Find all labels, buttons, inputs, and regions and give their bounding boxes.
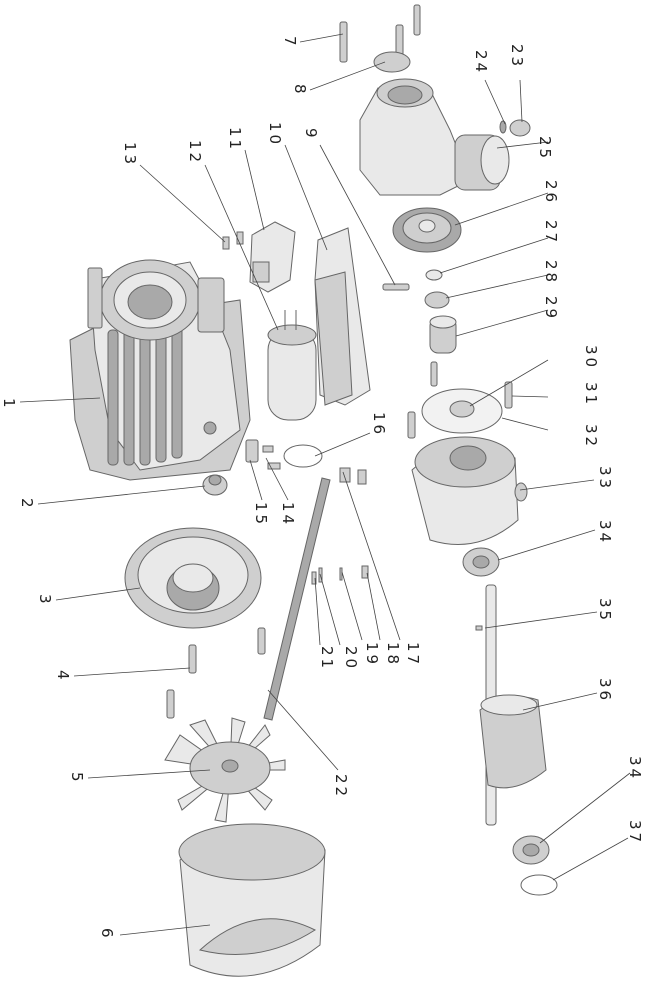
terminal-block — [249, 221, 296, 293]
connector-pieces — [245, 439, 281, 470]
callout-19: 19 — [363, 642, 381, 667]
callout-21: 21 — [318, 646, 336, 671]
callout-8: 8 — [291, 84, 309, 97]
small-clips — [222, 231, 244, 250]
callout-12: 12 — [186, 140, 204, 165]
fan-cover — [178, 823, 326, 977]
callout-35: 35 — [596, 598, 614, 623]
callout-1: 1 — [0, 398, 18, 411]
callout-7: 7 — [281, 36, 299, 49]
callout-34-lower: 34 — [626, 756, 644, 781]
terminal-box-cover — [314, 227, 371, 406]
callout-26: 26 — [542, 180, 560, 205]
o-ring — [283, 444, 323, 468]
callout-28: 28 — [542, 260, 560, 285]
callout-37: 37 — [626, 820, 644, 845]
callout-25: 25 — [536, 136, 554, 161]
callout-9: 9 — [302, 128, 320, 141]
seal-disc — [407, 361, 513, 439]
callout-6: 6 — [98, 928, 116, 941]
shaft-seal — [429, 315, 457, 354]
callout-23: 23 — [508, 44, 526, 69]
callout-17: 17 — [404, 642, 422, 667]
callout-13: 13 — [121, 142, 139, 167]
callout-27: 27 — [542, 220, 560, 245]
callout-3: 3 — [36, 594, 54, 607]
callout-10: 10 — [266, 122, 284, 147]
leader-lines — [19, 33, 631, 936]
callout-32: 32 — [582, 424, 600, 449]
cable-gland — [202, 474, 228, 496]
rear-end-shield — [124, 527, 262, 629]
callout-2: 2 — [18, 498, 36, 511]
callout-24: 24 — [472, 50, 490, 75]
callout-31: 31 — [582, 382, 600, 407]
callout-5: 5 — [68, 772, 86, 785]
callout-34-upper: 34 — [596, 520, 614, 545]
callout-22: 22 — [332, 774, 350, 799]
callout-29: 29 — [542, 296, 560, 321]
impeller — [392, 207, 462, 253]
capacitor — [267, 310, 317, 421]
callout-16: 16 — [370, 412, 388, 437]
pump-head — [339, 4, 531, 196]
callout-15: 15 — [252, 502, 270, 527]
callout-18: 18 — [384, 642, 402, 667]
callout-14: 14 — [279, 502, 297, 527]
callout-33: 33 — [596, 466, 614, 491]
circlip — [520, 874, 558, 896]
cable-strip — [263, 477, 331, 721]
callout-30: 30 — [582, 345, 600, 370]
callout-labels: 1 2 3 4 5 6 7 8 9 10 11 12 13 14 15 16 1… — [0, 36, 644, 941]
bearing-upper — [462, 547, 500, 577]
bolts — [166, 627, 266, 719]
callout-20: 20 — [342, 646, 360, 671]
callout-36: 36 — [596, 678, 614, 703]
motor-housing — [69, 259, 251, 481]
cooling-fan — [164, 717, 286, 823]
callout-11: 11 — [226, 127, 244, 152]
front-end-shield — [411, 436, 528, 545]
callout-4: 4 — [54, 670, 72, 683]
screw-and-washers — [382, 269, 450, 309]
